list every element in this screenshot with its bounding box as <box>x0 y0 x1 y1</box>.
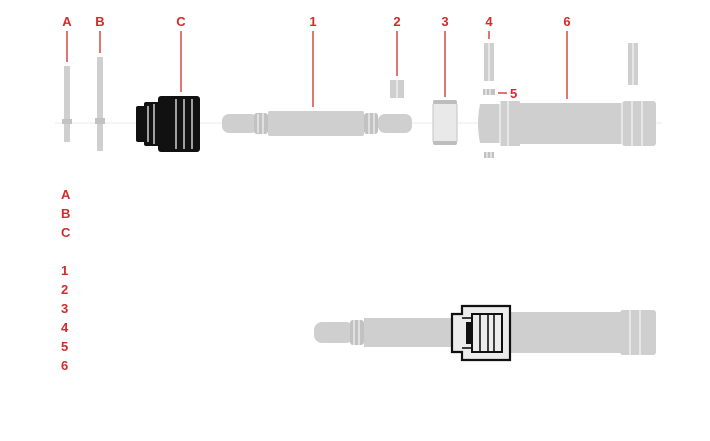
legend-key-5: 5 <box>61 339 69 354</box>
callout-6: 6 <box>563 14 570 29</box>
legend-key-1: 1 <box>61 263 69 278</box>
callout-b: B <box>95 14 104 29</box>
part-2-block <box>390 80 404 98</box>
legend-key-a: A <box>61 187 71 202</box>
callout-5: 5 <box>510 86 517 101</box>
legend-key-4: 4 <box>61 320 69 335</box>
part-6-body <box>478 43 656 146</box>
legend-key-3: 3 <box>61 301 69 316</box>
callout-c: C <box>176 14 186 29</box>
callout-a: A <box>62 14 72 29</box>
part-1-shaft <box>222 111 412 136</box>
part-4-segments <box>484 43 494 158</box>
part-a-pin <box>62 66 72 142</box>
callout-2: 2 <box>393 14 400 29</box>
legend-key-2: 2 <box>61 282 69 297</box>
callout-4: 4 <box>485 14 493 29</box>
legend-key-c: C <box>61 225 71 240</box>
assembled-view <box>314 304 656 362</box>
part-c-socket <box>136 96 200 152</box>
part-5-ring <box>483 89 495 95</box>
legend-key-b: B <box>61 206 71 221</box>
legend-key-6: 6 <box>61 358 69 373</box>
callout-1: 1 <box>309 14 316 29</box>
callout-3: 3 <box>441 14 448 29</box>
part-3-sleeve <box>432 100 458 145</box>
part-b-pin <box>95 57 105 151</box>
